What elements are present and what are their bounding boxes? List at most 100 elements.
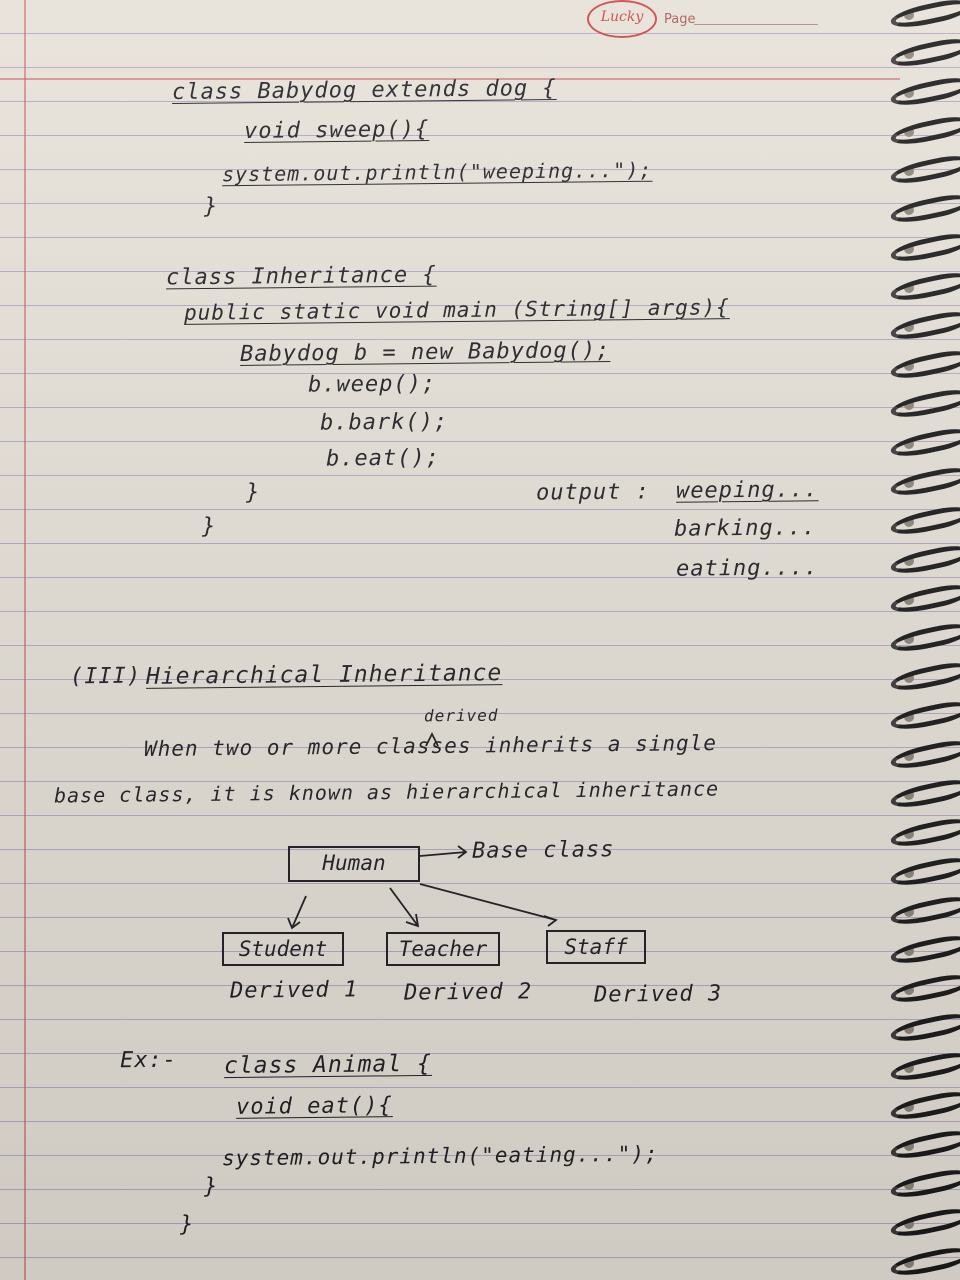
binding-ring xyxy=(888,1205,960,1241)
binding-hole xyxy=(904,712,914,722)
binding-hole xyxy=(904,166,914,176)
binding-hole xyxy=(904,985,914,995)
binding-hole xyxy=(904,361,914,371)
binding-ring xyxy=(888,464,960,500)
page-label: Page xyxy=(664,12,696,27)
section-title: Hierarchical Inheritance xyxy=(145,660,503,690)
binding-hole xyxy=(904,88,914,98)
binding-ring xyxy=(888,932,960,968)
binding-ring xyxy=(888,581,960,617)
page-number-line xyxy=(694,24,818,25)
section-number: (III) xyxy=(69,663,142,690)
binding-hole xyxy=(904,1219,914,1229)
code1-line2: void sweep(){ xyxy=(243,117,430,144)
binding-hole xyxy=(904,907,914,917)
binding-ring xyxy=(888,620,960,656)
binding-hole xyxy=(904,1063,914,1073)
binding-ring xyxy=(888,1088,960,1124)
binding-hole xyxy=(904,517,914,527)
binding-hole xyxy=(904,868,914,878)
code2-line2: public static void main (String[] args){ xyxy=(183,295,730,325)
inserted-word: derived xyxy=(423,705,499,726)
binding-hole xyxy=(904,1258,914,1268)
binding-ring xyxy=(888,191,960,227)
binding-ring xyxy=(888,1049,960,1085)
binding-ring xyxy=(888,1244,960,1280)
binding-ring xyxy=(888,971,960,1007)
example-line5: } xyxy=(179,1211,195,1238)
binding-ring xyxy=(888,737,960,773)
code2-line5: b.bark(); xyxy=(319,409,449,436)
binding-hole xyxy=(904,1102,914,1112)
output-label: output : xyxy=(535,479,651,506)
example-prefix: Ex:- xyxy=(119,1047,178,1074)
binding-ring xyxy=(888,1166,960,1202)
diagram-base-box: Human xyxy=(288,846,420,882)
binding-ring xyxy=(888,698,960,734)
binding-hole xyxy=(904,244,914,254)
definition-line-2: base class, it is known as hierarchical … xyxy=(53,776,720,808)
arrow-to-staff xyxy=(419,883,558,927)
brand-logo: Lucky xyxy=(587,0,657,38)
binding-ring xyxy=(888,542,960,578)
diagram-child-student: Student xyxy=(222,932,344,966)
code2-line7: } xyxy=(245,479,261,506)
binding-ring xyxy=(888,74,960,110)
binding-hole xyxy=(904,1024,914,1034)
binding-hole xyxy=(904,10,914,20)
binding-ring xyxy=(888,503,960,539)
binding-hole xyxy=(904,790,914,800)
output-line-3: eating.... xyxy=(675,555,819,582)
binding-ring xyxy=(888,35,960,71)
code2-line6: b.eat(); xyxy=(325,445,441,472)
code1-line4: } xyxy=(203,193,219,220)
binding-hole xyxy=(904,556,914,566)
binding-hole xyxy=(904,478,914,488)
diagram-child-teacher: Teacher xyxy=(386,932,500,966)
margin-line xyxy=(24,0,26,1280)
diagram-caption-3: Derived 3 xyxy=(593,981,723,1008)
definition-line-1: When two or more classes inherits a sing… xyxy=(143,731,718,761)
diagram-base-note: Base class xyxy=(471,837,615,864)
binding-ring xyxy=(888,308,960,344)
binding-ring xyxy=(888,269,960,305)
binding-hole xyxy=(904,1141,914,1151)
binding-hole xyxy=(904,634,914,644)
diagram-child-staff: Staff xyxy=(546,930,646,964)
binding-ring xyxy=(888,1010,960,1046)
header-rule xyxy=(0,78,900,80)
binding-hole xyxy=(904,205,914,215)
binding-ring xyxy=(888,854,960,890)
arrow-to-teacher xyxy=(389,887,420,928)
binding-ring xyxy=(888,347,960,383)
example-line4: } xyxy=(203,1173,219,1200)
binding-hole xyxy=(904,1180,914,1190)
binding-hole xyxy=(904,439,914,449)
binding-hole xyxy=(904,322,914,332)
binding-ring xyxy=(888,776,960,812)
binding-ring xyxy=(888,152,960,188)
binding-ring xyxy=(888,230,960,266)
code2-line3: Babydog b = new Babydog(); xyxy=(239,338,611,367)
diagram-caption-2: Derived 2 xyxy=(403,979,533,1006)
binding-hole xyxy=(904,595,914,605)
binding-hole xyxy=(904,127,914,137)
diagram-caption-1: Derived 1 xyxy=(229,977,359,1004)
binding-ring xyxy=(888,0,960,32)
binding-ring xyxy=(888,893,960,929)
code2-line4: b.weep(); xyxy=(307,371,437,398)
binding-hole xyxy=(904,400,914,410)
spiral-binding xyxy=(880,0,960,1280)
code1-line1: class Babydog extends dog { xyxy=(171,75,557,106)
binding-hole xyxy=(904,673,914,683)
output-line-1: weeping... xyxy=(675,477,819,504)
binding-ring xyxy=(888,659,960,695)
code1-line3: system.out.println("weeping..."); xyxy=(221,157,653,187)
binding-hole xyxy=(904,946,914,956)
example-line2: void eat(){ xyxy=(235,1093,393,1120)
example-line3: system.out.println("eating..."); xyxy=(221,1141,659,1171)
binding-hole xyxy=(904,751,914,761)
binding-hole xyxy=(904,283,914,293)
